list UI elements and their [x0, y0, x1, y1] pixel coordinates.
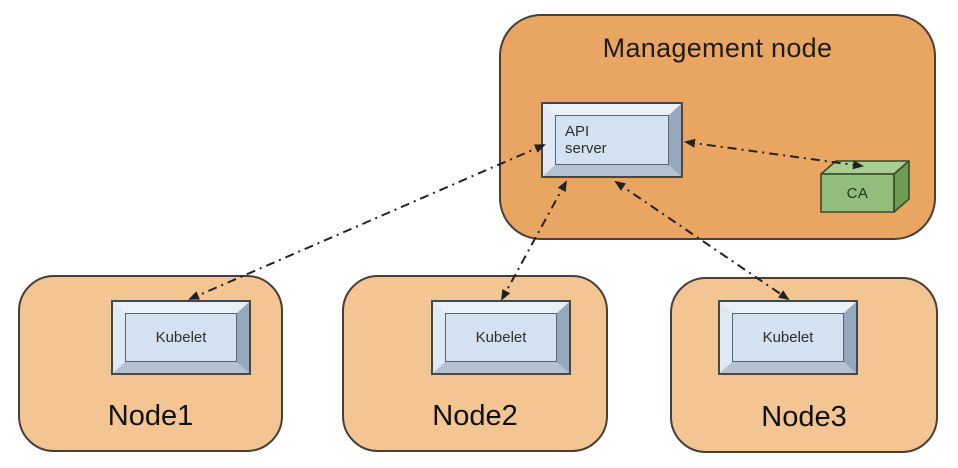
kubelet-box-node1: Kubelet — [113, 302, 249, 373]
kubelet-box-node2: Kubelet — [433, 302, 569, 373]
api-server-box: API server — [543, 104, 681, 176]
worker-node-3-label: Node3 — [761, 401, 847, 433]
kubelet-label-node1: Kubelet — [155, 329, 207, 346]
worker-node-2-label: Node2 — [432, 400, 518, 432]
api-server-label: API server — [565, 123, 607, 157]
kubelet-label-node2: Kubelet — [475, 329, 527, 346]
worker-node-1-label: Node1 — [107, 400, 194, 432]
management-node-label: Management node — [602, 33, 833, 63]
kubelet-box-node3: Kubelet — [720, 302, 856, 373]
kubelet-label-node3: Kubelet — [762, 329, 814, 346]
ca-label: CA — [846, 184, 869, 202]
